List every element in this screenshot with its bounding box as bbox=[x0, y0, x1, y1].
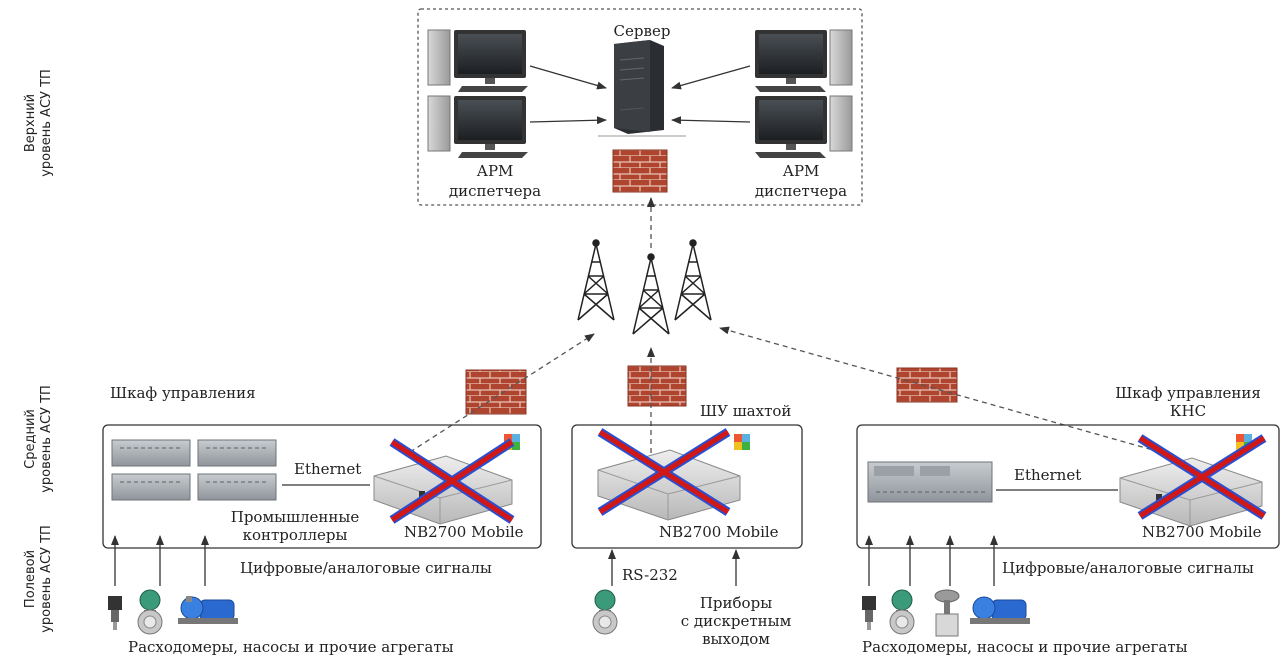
firewall-left-icon bbox=[465, 369, 527, 415]
level-upper-label: Верхний уровень АСУ ТП bbox=[23, 63, 57, 183]
arm-right-line2: диспетчера bbox=[754, 182, 848, 200]
workstation-top-right-icon bbox=[755, 29, 853, 92]
firewall-right-icon bbox=[896, 367, 958, 403]
cross-right-icon bbox=[1137, 434, 1267, 520]
cabinet-mid-box bbox=[571, 424, 803, 549]
signals-left-label: Цифровые/аналоговые сигналы bbox=[240, 559, 492, 577]
controllers-line2: контроллеры bbox=[242, 526, 348, 544]
workstation-bottom-left-icon bbox=[427, 95, 528, 158]
arm-right-line1: АРМ bbox=[782, 162, 820, 180]
nb2700-right-label: NB2700 Mobile bbox=[1142, 523, 1262, 541]
level-upper-line1: Верхний bbox=[23, 93, 38, 153]
discrete-devices-line2: с дискретным bbox=[680, 612, 792, 630]
discrete-devices-line3: выходом bbox=[702, 630, 770, 648]
level-field-line2: уровень АСУ ТП bbox=[39, 525, 54, 633]
firewall-top-icon bbox=[612, 149, 668, 193]
rs232-label: RS-232 bbox=[622, 566, 678, 584]
pressure-sensor-right-icon bbox=[862, 596, 876, 630]
radio-tower-center-icon bbox=[632, 253, 670, 335]
workstation-bottom-right-icon bbox=[755, 95, 853, 158]
cabinet-left-title: Шкаф управления bbox=[110, 384, 256, 402]
nb2700-mid-label: NB2700 Mobile bbox=[659, 523, 779, 541]
radio-tower-right-icon bbox=[674, 239, 712, 321]
pressure-sensor-left-icon bbox=[108, 596, 122, 630]
flowmeter-left-icon bbox=[137, 589, 163, 635]
level-upper-line2: уровень АСУ ТП bbox=[39, 69, 54, 177]
plc-controller-right-icon bbox=[867, 461, 993, 503]
cabinet-right-box bbox=[856, 424, 1280, 549]
cabinet-left-ethernet: Ethernet bbox=[294, 460, 362, 478]
plc-controllers-icon bbox=[111, 439, 277, 501]
cabinet-right-title-line2: КНС bbox=[1169, 402, 1207, 420]
arm-left-line2: диспетчера bbox=[448, 182, 542, 200]
discrete-devices-line1: Приборы bbox=[699, 594, 773, 612]
level-middle-line2: уровень АСУ ТП bbox=[39, 385, 54, 493]
flowmeter-right-icon bbox=[889, 589, 915, 635]
arm-left-line1: АРМ bbox=[476, 162, 514, 180]
workstation-top-left-icon bbox=[427, 29, 528, 92]
cross-left-icon bbox=[389, 438, 515, 524]
cabinet-right-ethernet: Ethernet bbox=[1014, 466, 1082, 484]
field-right-label: Расходомеры, насосы и прочие агрегаты bbox=[862, 638, 1188, 656]
level-middle-line1: Средний bbox=[23, 409, 38, 469]
radio-tower-left-icon bbox=[577, 239, 615, 321]
server-label: Сервер bbox=[613, 22, 671, 40]
level-field-label: Полевой уровень АСУ ТП bbox=[23, 519, 57, 639]
signals-right-label: Цифровые/аналоговые сигналы bbox=[1002, 559, 1254, 577]
pump-right-icon bbox=[970, 596, 1030, 624]
cross-mid-icon bbox=[597, 428, 731, 516]
controllers-line1: Промышленные bbox=[230, 508, 360, 526]
pump-left-icon bbox=[178, 596, 238, 624]
cabinet-right-title-line1: Шкаф управления bbox=[1115, 384, 1261, 402]
nb2700-left-label: NB2700 Mobile bbox=[404, 523, 524, 541]
upper-level-box bbox=[417, 8, 863, 206]
server-icon bbox=[598, 40, 686, 137]
firewall-center-icon bbox=[627, 365, 687, 407]
cabinet-mid-title: ШУ шахтой bbox=[700, 402, 792, 420]
valve-right-icon bbox=[934, 589, 960, 637]
cabinet-left-box bbox=[102, 424, 542, 549]
field-left-label: Расходомеры, насосы и прочие агрегаты bbox=[128, 638, 454, 656]
level-field-line1: Полевой bbox=[23, 549, 38, 609]
flowmeter-mid-icon bbox=[592, 589, 618, 635]
level-middle-label: Средний уровень АСУ ТП bbox=[23, 379, 57, 499]
